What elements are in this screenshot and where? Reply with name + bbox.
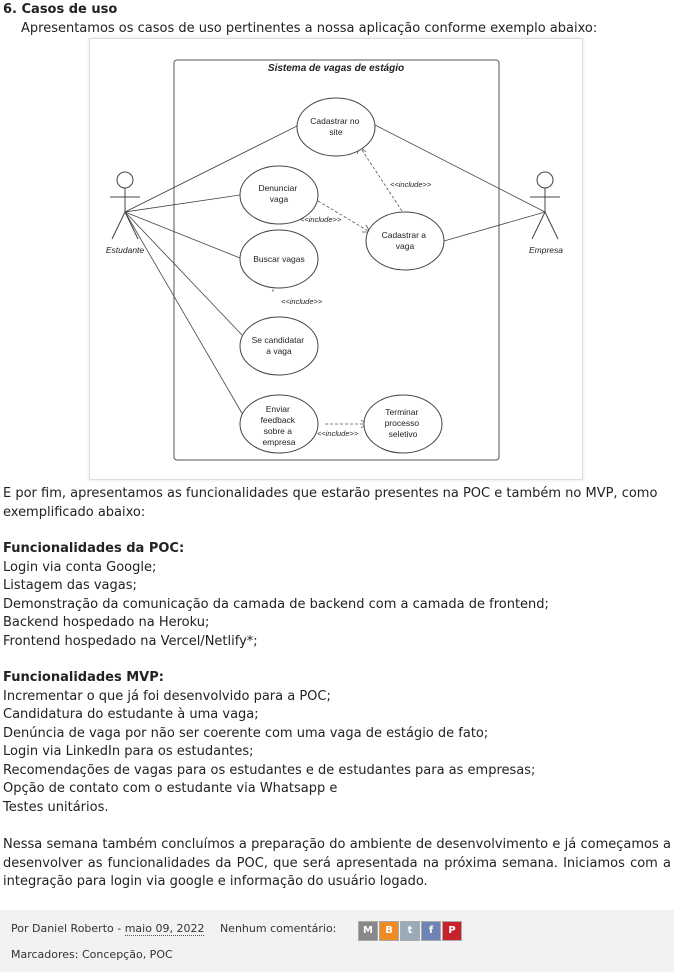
- list-item: Listagem das vagas;: [3, 578, 137, 593]
- author-byline[interactable]: Por Daniel Roberto -: [11, 922, 122, 935]
- usecase-feedback-label: Enviar feedback sobre a empresa: [261, 404, 298, 447]
- usecase-feedback: [239, 394, 319, 454]
- list-item: Frontend hospedado na Vercel/Netlify*;: [3, 633, 258, 649]
- usecase-apply-job: [239, 316, 319, 376]
- list-item: Denúncia de vaga por não ser coerente co…: [3, 725, 489, 741]
- use-case-diagram: Sistema de vagas de estágio Estudante Em…: [89, 38, 583, 480]
- post-date-link[interactable]: maio 09, 2022: [124, 922, 205, 936]
- usecase-register-site-label: Cadastrar no site: [310, 116, 362, 137]
- include-label-4: <<include>>: [317, 429, 359, 438]
- list-item: Incrementar o que já foi desenvolvido pa…: [3, 688, 331, 704]
- usecase-search-jobs-label: Buscar vagas: [253, 254, 305, 264]
- actor-company: [530, 171, 560, 240]
- poc-section: Funcionalidades da POC: Login via conta …: [3, 540, 671, 651]
- share-buttons: M B t f P: [358, 921, 462, 941]
- poc-title: Funcionalidades da POC:: [3, 541, 185, 556]
- usecase-report-job: [239, 165, 319, 225]
- usecase-finish-process: [363, 394, 443, 454]
- list-item: Opção de contato com o estudante via Wha…: [3, 781, 338, 796]
- blog-share-icon[interactable]: B: [379, 921, 399, 941]
- pinterest-share-icon[interactable]: P: [442, 921, 462, 941]
- post-labels[interactable]: Marcadores: Concepção, POC: [11, 948, 173, 961]
- usecase-report-job-label: Denunciar vaga: [258, 183, 299, 204]
- actor-company-label: Empresa: [529, 245, 563, 255]
- final-paragraph: Nessa semana também concluímos a prepara…: [3, 837, 671, 889]
- actor-student-label: Estudante: [106, 245, 145, 255]
- email-share-icon[interactable]: M: [358, 921, 378, 941]
- system-title: Sistema de vagas de estágio: [268, 63, 404, 74]
- list-item: Candidatura do estudante à uma vaga;: [3, 707, 259, 722]
- include-label-3: <<include>>: [281, 297, 323, 306]
- association-lines: [124, 124, 546, 416]
- comments-link[interactable]: Nenhum comentário:: [219, 922, 337, 935]
- actor-student: [110, 171, 140, 240]
- usecase-register-job: [365, 211, 445, 271]
- post-meta: Por Daniel Roberto - maio 09, 2022 Nenhu…: [11, 922, 337, 936]
- usecase-apply-job-label: Se candidatar a vaga: [252, 335, 307, 356]
- intro-text: Apresentamos os casos de uso pertinentes…: [21, 21, 598, 36]
- after-diagram-text: E por fim, apresentamos as funcionalidad…: [3, 486, 658, 520]
- system-boundary: [173, 59, 500, 461]
- include-label-2: <<include>>: [390, 180, 432, 189]
- list-item: Demonstração da comunicação da camada de…: [3, 596, 549, 612]
- usecase-finish-process-label: Terminar processo seletivo: [385, 407, 422, 439]
- list-item: Recomendações de vagas para os estudante…: [3, 762, 536, 778]
- list-item: Backend hospedado na Heroku;: [3, 615, 210, 630]
- post-footer: Por Daniel Roberto - maio 09, 2022 Nenhu…: [0, 910, 674, 972]
- facebook-share-icon[interactable]: f: [421, 921, 441, 941]
- mvp-section: Funcionalidades MVP: Incrementar o que j…: [3, 669, 671, 817]
- section-heading: 6. Casos de uso: [3, 2, 118, 17]
- list-item: Login via conta Google;: [3, 559, 157, 575]
- list-item: Login via LinkedIn para os estudantes;: [3, 744, 254, 759]
- list-item: Testes unitários.: [3, 799, 109, 815]
- usecase-register-site: [296, 97, 376, 157]
- usecase-register-job-label: Cadastrar a vaga: [382, 230, 429, 251]
- include-label-1: <<include>>: [300, 215, 342, 224]
- usecase-search-jobs: [239, 229, 319, 289]
- mvp-title: Funcionalidades MVP:: [3, 670, 164, 685]
- twitter-share-icon[interactable]: t: [400, 921, 420, 941]
